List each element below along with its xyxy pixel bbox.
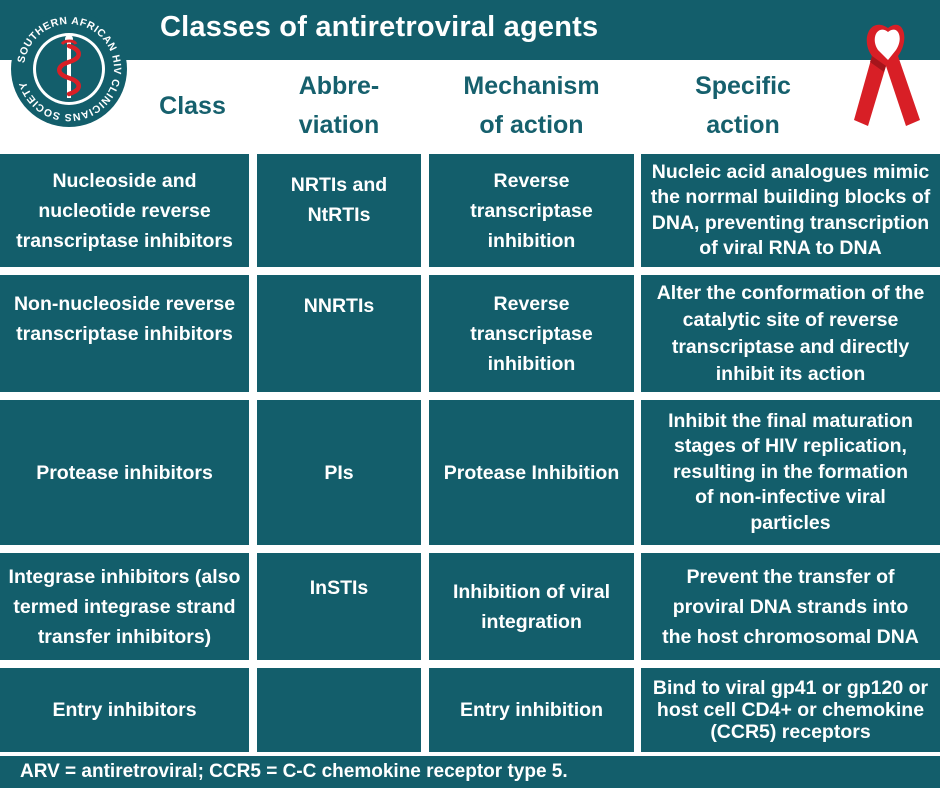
header-abbrev-line: Abbre- [298, 72, 380, 100]
cell-line: inhibition [487, 352, 576, 375]
red-ribbon-icon [854, 24, 920, 127]
cell-class: Protease inhibitors [0, 400, 249, 545]
cell-line: transcriptase [470, 322, 593, 345]
cell-line: Reverse [493, 292, 570, 315]
cell-line: Reverse [493, 169, 570, 192]
footnote: ARV = antiretroviral; CCR5 = C-C chemoki… [0, 756, 940, 788]
cell-class: Entry inhibitors [0, 668, 249, 752]
cell-mechanism: Inhibition of viral integration [429, 553, 634, 660]
cell-line: termed integrase strand [13, 595, 236, 618]
cell-specific-action: Alter the conformation of the catalytic s… [641, 275, 940, 392]
cell-line: transcriptase and directly [671, 335, 910, 358]
cell-line: the host chromosomal DNA [662, 625, 919, 648]
cell-mechanism: Protease Inhibition [429, 400, 634, 545]
cell-line: transcriptase inhibitors [16, 323, 233, 345]
cell-line: resulting in the formation [672, 460, 909, 483]
cell-line: (CCR5) receptors [710, 721, 871, 743]
cell-abbreviation: PIs [257, 400, 421, 545]
cell-line: Non-nucleoside reverse [13, 293, 236, 315]
cell-line: Protease inhibitors [36, 461, 213, 484]
cell-line: DNA, preventing transcription [651, 211, 930, 234]
cell-line: NRTIs and [290, 174, 388, 196]
cell-line: Bind to viral gp41 or gp120 or [652, 677, 929, 699]
cell-line: transcriptase inhibitors [16, 229, 233, 252]
cell-abbreviation-empty [257, 668, 421, 752]
cell-mechanism: Reverse transcriptase inhibition [429, 275, 634, 392]
title-bar [0, 0, 940, 60]
header-specific-line: action [706, 111, 780, 139]
cell-line: the norrmal building blocks of [650, 186, 931, 208]
header-class: Class [136, 60, 249, 152]
header-mechanism-line: Mechanism [463, 72, 600, 100]
cell-line: Inhibit the final maturation [668, 409, 913, 432]
header-class-label: Class [159, 91, 226, 120]
society-logo: SOUTHERN AFRICAN HIV CLINICIANS SOCIETY [11, 11, 127, 127]
cell-line: Alter the conformation of the [656, 281, 925, 304]
cell-line: host cell CD4+ or chemokine [656, 699, 925, 721]
header-abbrev-line: viation [298, 111, 380, 139]
header-abbreviation: Abbre-viation [257, 60, 421, 152]
cell-class: Nucleoside and nucleotide reverse transcri… [0, 154, 249, 267]
cell-line: Prevent the transfer of [686, 565, 895, 588]
cell-line: inhibition [487, 229, 576, 252]
cell-line: Entry inhibitors [52, 699, 197, 721]
cell-line: Inhibition of viral [452, 580, 611, 603]
cell-line: of non-infective viral [695, 486, 886, 509]
cell-line: of viral RNA to DNA [699, 237, 882, 259]
header-mechanism: Mechanism of action [429, 60, 634, 152]
header-specific-line: Specific [695, 72, 791, 100]
cell-line: Entry inhibition [460, 699, 603, 721]
caduceus-icon [57, 35, 81, 98]
cell-specific-action: Prevent the transfer of proviral DNA stra… [641, 553, 940, 660]
header-mechanism-line: of action [479, 111, 584, 139]
cell-specific-action: Inhibit the final maturation stages of HI… [641, 400, 940, 545]
cell-line: proviral DNA strands into [672, 595, 909, 618]
page-title: Classes of antiretroviral agents [160, 11, 599, 43]
cell-line: Protease Inhibition [443, 461, 620, 484]
cell-line: nucleotide reverse [38, 199, 211, 222]
cell-line: transfer inhibitors) [37, 625, 212, 648]
cell-specific-action: Nucleic acid analogues mimic the norrmal … [641, 154, 940, 267]
cell-line: transcriptase [470, 199, 593, 222]
cell-class: Integrase inhibitors (also termed integra… [0, 553, 249, 660]
cell-line: inhibit its action [715, 362, 866, 385]
cell-mechanism: Entry inhibition [429, 668, 634, 752]
cell-line: InSTIs [309, 577, 369, 599]
cell-line: NtRTIs [307, 204, 371, 226]
cell-line: stages of HIV replication, [674, 435, 907, 458]
cell-line: integration [481, 610, 582, 633]
cell-abbreviation: InSTIs [257, 553, 421, 660]
cell-class: Non-nucleoside reverse transcriptase inhi… [0, 275, 249, 392]
cell-line: particles [750, 511, 831, 534]
cell-line: NNRTIs [303, 295, 375, 317]
header-specific-action: Specific action [641, 60, 845, 152]
cell-line: Nucleoside and [52, 169, 197, 192]
cell-line: Integrase inhibitors (also [8, 565, 241, 588]
cell-line: Nucleic acid analogues mimic [651, 160, 930, 183]
cell-abbreviation: NNRTIs [257, 275, 421, 392]
cell-line: catalytic site of reverse [682, 308, 899, 331]
cell-line: PIs [324, 461, 354, 484]
cell-mechanism: Reverse transcriptase inhibition [429, 154, 634, 267]
